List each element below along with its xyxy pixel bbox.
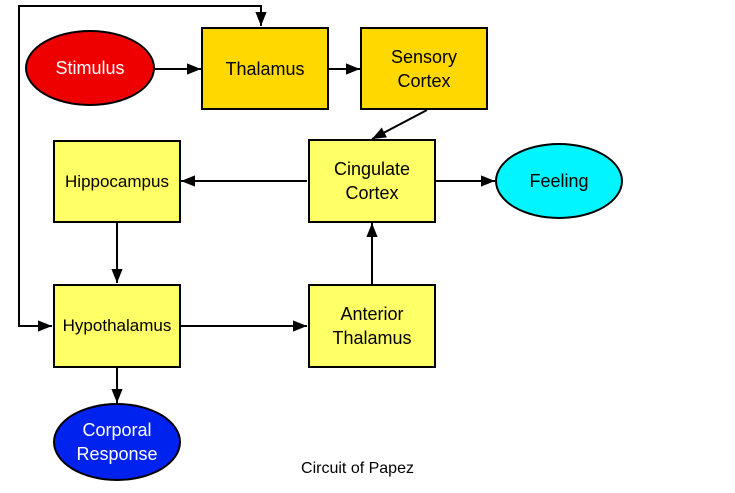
node-feeling: Feeling <box>495 143 623 219</box>
node-thalamus-label: Thalamus <box>225 58 305 79</box>
node-thalamus: Thalamus <box>201 27 329 110</box>
node-anterior-thalamus: Anterior Thalamus <box>308 284 436 368</box>
node-sensory-cortex-label: Sensory Cortex <box>390 46 458 91</box>
node-hypothalamus-label: Hypothalamus <box>62 316 172 335</box>
node-anterior-thalamus-label: Anterior Thalamus <box>332 304 412 348</box>
node-cingulate-cortex-label: Cingulate Cortex <box>333 159 411 203</box>
node-stimulus: Stimulus <box>25 30 155 106</box>
node-hypothalamus: Hypothalamus <box>53 284 181 368</box>
diagram-caption: Circuit of Papez <box>301 460 414 477</box>
node-hippocampus-label: Hippocampus <box>65 171 169 191</box>
node-corporal-response-label: Corporal Response <box>76 420 158 464</box>
node-hippocampus: Hippocampus <box>53 140 181 223</box>
node-corporal-response: Corporal Response <box>53 403 181 481</box>
node-feeling-label: Feeling <box>529 171 589 191</box>
edge-sensory-cortex-cingulate-cortex <box>371 109 428 140</box>
node-cingulate-cortex: Cingulate Cortex <box>308 139 436 223</box>
node-stimulus-label: Stimulus <box>55 58 125 78</box>
node-sensory-cortex: Sensory Cortex <box>360 27 488 110</box>
